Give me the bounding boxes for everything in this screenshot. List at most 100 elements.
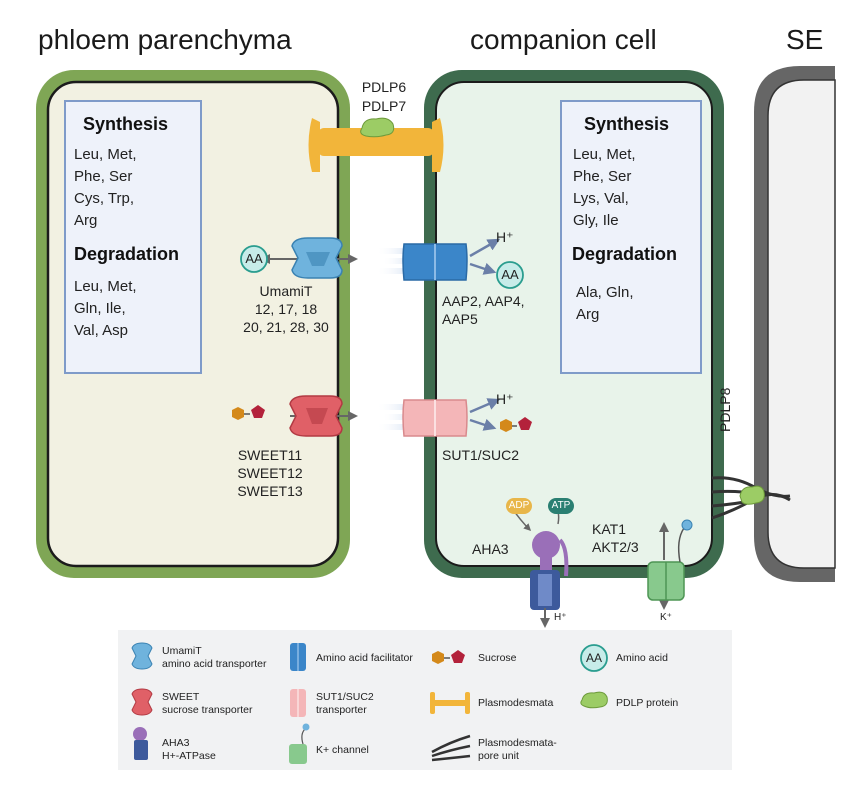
amino-acid-facilitator-icon — [402, 243, 468, 281]
parenchyma-metabolism-box — [64, 100, 202, 374]
aha3-label: AHA3 — [472, 541, 509, 557]
amino-acid-icon-left — [240, 245, 268, 273]
header-sieve-element: SE — [786, 24, 824, 55]
legend-line: K+ channel — [316, 744, 369, 756]
right-synthesis-list: Leu, Met, Phe, Ser Lys, Val, Gly, Ile — [573, 144, 636, 232]
companion-metabolism-box — [560, 100, 702, 374]
legend-pore-unit-text: Plasmodesmata- pore unit — [478, 737, 557, 763]
h-plus-label-aap: H⁺ — [496, 229, 514, 245]
left-synthesis-line: Cys, Trp, — [74, 190, 135, 207]
legend-umamit-icon — [131, 642, 153, 670]
right-degradation-line: Ala, Gln, — [576, 284, 634, 301]
plasmodesmata-channel — [308, 118, 444, 172]
left-synthesis-line: Phe, Ser — [74, 168, 133, 185]
right-synthesis-line: Phe, Ser — [573, 168, 632, 185]
legend-line: Plasmodesmata- — [478, 737, 557, 749]
legend-plasmodesmata-icon — [430, 692, 470, 714]
amino-acid-icon-right — [496, 261, 524, 289]
legend-line: SWEET — [162, 691, 200, 703]
legend-amino-acid-text: Amino acid — [616, 652, 668, 665]
legend-sut-icon — [290, 689, 306, 717]
aap-label-line: AAP2, AAP4, — [442, 293, 525, 309]
header-companion-cell: companion cell — [470, 24, 657, 55]
legend-sucrose-text: Sucrose — [478, 652, 517, 665]
sut-transporter-icon — [402, 399, 468, 437]
pdlp8-label: PDLP8 — [717, 387, 733, 432]
legend-aha3-icon — [133, 727, 148, 760]
aap-label-line: AAP5 — [442, 311, 478, 327]
k-channel-icon — [647, 519, 693, 610]
legend-line: UmamiT — [162, 645, 202, 657]
sweet-label-line: SWEET13 — [237, 483, 303, 499]
legend-sut-text: SUT1/SUC2 transporter — [316, 691, 374, 717]
legend-pdlp-icon — [580, 691, 608, 709]
umamit-transporter-icon — [291, 237, 343, 279]
amino-acid-label-left: AA — [245, 251, 263, 266]
legend-plasmodesmata-text: Plasmodesmata — [478, 697, 553, 710]
right-degradation-line: Arg — [576, 306, 600, 323]
umamit-label-line: UmamiT — [259, 283, 313, 299]
left-degradation-list: Leu, Met, Gln, Ile, Val, Asp — [74, 276, 137, 342]
sut-products-arrows — [469, 398, 501, 431]
adp-badge: ADP — [506, 498, 532, 514]
h-plus-label-sut: H⁺ — [496, 391, 514, 407]
sucrose-icon-right — [500, 417, 532, 432]
umamit-label-line: 12, 17, 18 — [254, 301, 318, 317]
legend-k-channel-icon — [289, 723, 310, 764]
legend-line: Amino acid — [616, 652, 668, 664]
legend-k-channel-text: K+ channel — [316, 744, 369, 757]
aha3-pump-icon — [511, 504, 569, 628]
right-synthesis-title: Synthesis — [584, 114, 670, 134]
sweet-label-line: SWEET12 — [237, 465, 303, 481]
sweet-transporter-icon — [289, 395, 343, 437]
h-plus-label-aha3: H⁺ — [554, 612, 567, 623]
legend-sweet-text: SWEET sucrose transporter — [162, 691, 252, 717]
legend-aa-facilitator-icon — [290, 643, 306, 671]
left-degradation-line: Val, Asp — [74, 322, 128, 339]
left-synthesis-line: Arg — [74, 212, 98, 229]
sut-label: SUT1/SUC2 — [442, 447, 520, 463]
legend-sweet-icon — [131, 688, 153, 716]
k-channel-label: KAT1 AKT2/3 — [592, 520, 639, 556]
legend-line: SUT1/SUC2 — [316, 691, 374, 703]
legend-line: Amino acid facilitator — [316, 652, 413, 664]
sweet-label: SWEET11 SWEET12 SWEET13 — [230, 446, 310, 500]
umamit-label: UmamiT 12, 17, 18 20, 21, 28, 30 — [230, 282, 342, 336]
legend-aa-facilitator-text: Amino acid facilitator — [316, 652, 413, 665]
right-degradation-title: Degradation — [572, 244, 678, 264]
legend-line: transporter — [316, 704, 367, 716]
left-degradation-title: Degradation — [74, 244, 180, 264]
legend-umamit-text: UmamiT amino acid transporter — [162, 645, 266, 671]
header-phloem-parenchyma: phloem parenchyma — [38, 24, 292, 55]
legend-line: H+-ATPase — [162, 750, 216, 762]
left-degradation-line: Gln, Ile, — [74, 300, 126, 317]
legend-line: pore unit — [478, 750, 519, 762]
sut-inflow-streaks — [376, 404, 416, 430]
pdlp-protein-icon — [360, 117, 395, 138]
legend-line: PDLP protein — [616, 697, 679, 709]
legend-sucrose-icon — [432, 650, 465, 664]
right-synthesis-line: Lys, Val, — [573, 190, 629, 207]
aap-products-arrows — [469, 238, 501, 275]
right-degradation-list: Ala, Gln, Arg — [576, 282, 634, 326]
sucrose-icon-left — [232, 405, 265, 420]
k-channel-label-line: AKT2/3 — [592, 539, 639, 555]
aap-label: AAP2, AAP4, AAP5 — [442, 292, 525, 328]
plasmodesmata-pore-unit — [711, 476, 791, 520]
atp-badge: ATP — [548, 498, 574, 514]
left-synthesis-line: Leu, Met, — [74, 146, 137, 163]
legend-line: sucrose transporter — [162, 704, 253, 716]
legend-line: Plasmodesmata — [478, 697, 554, 709]
umamit-label-line: 20, 21, 28, 30 — [243, 319, 329, 335]
left-degradation-line: Leu, Met, — [74, 278, 137, 295]
pdlp6-label: PDLP6 — [361, 79, 407, 95]
sweet-label-line: SWEET11 — [237, 447, 303, 463]
legend-line: Sucrose — [478, 652, 517, 664]
left-synthesis-title: Synthesis — [83, 114, 169, 134]
aap-inflow-streaks — [376, 248, 416, 274]
legend-amino-acid-icon — [580, 644, 608, 672]
legend-line: AHA3 — [162, 737, 190, 749]
k-channel-label-line: KAT1 — [592, 521, 626, 537]
legend-line: amino acid transporter — [162, 658, 267, 670]
amino-acid-label-right: AA — [501, 267, 519, 282]
